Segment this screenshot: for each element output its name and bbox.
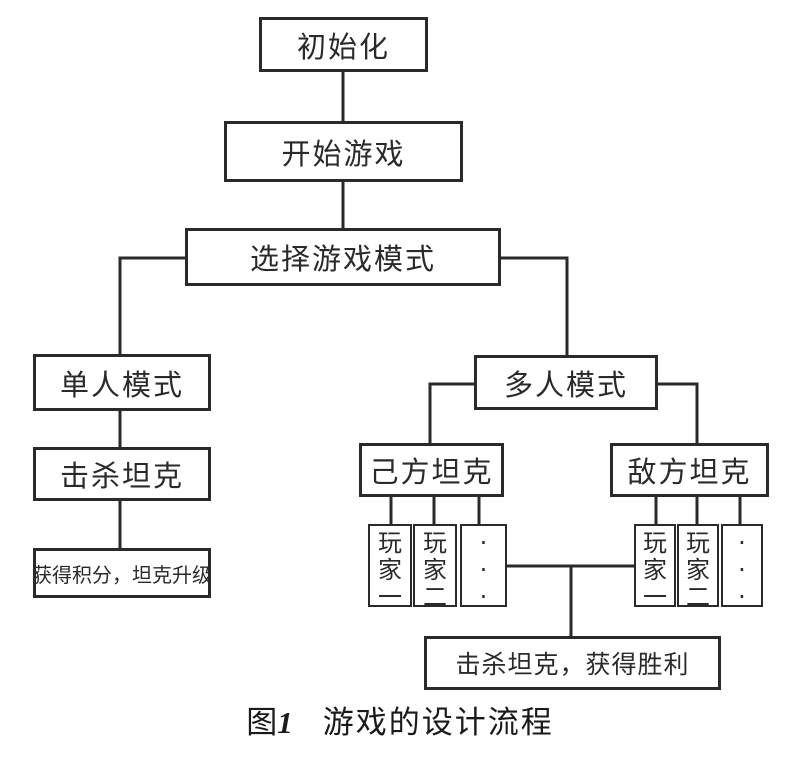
connector-multi-enemy [655,382,699,446]
own-tanks-node: 己方坦克 [359,443,504,497]
enemy-tanks-label: 敌方坦克 [627,455,752,489]
enemy-player-one-char: 一 [643,583,667,607]
own-player-one-char: 一 [378,583,402,607]
enemy-player-two-node: 玩 家 二 [677,524,719,607]
single-kill-label: 击杀坦克 [59,459,184,493]
enemy-player-two-char: 二 [686,583,710,607]
single-kill-node: 击杀坦克 [33,447,211,501]
enemy-player-more-dot: · [738,583,746,607]
enemy-player-two-char: 玩 [686,529,710,557]
init-node: 初始化 [259,17,428,72]
enemy-player-one-char: 玩 [643,529,667,557]
start-game-label: 开始游戏 [281,136,406,171]
own-player-one-char: 玩 [378,529,402,557]
multi-mode-label: 多人模式 [503,367,628,402]
own-player-two-node: 玩 家 二 [413,524,457,607]
enemy-player-more-node: · · · [721,524,763,607]
enemy-player-more-dot: · [738,556,746,584]
figure-number: 1 [277,705,293,740]
enemy-player-more-dot: · [738,529,746,557]
single-result-node: 获得积分，坦克升级 [33,548,211,598]
enemy-tanks-node: 敌方坦克 [610,443,769,497]
connector-select-multi [498,256,569,358]
connector-multi-own [428,382,477,446]
enemy-player-one-node: 玩 家 一 [634,524,676,607]
own-player-two-char: 玩 [423,529,447,557]
own-player-one-char: 家 [378,556,402,584]
enemy-player-two-char: 家 [686,556,710,584]
own-player-two-char: 二 [423,583,447,607]
enemy-player-one-char: 家 [643,556,667,584]
connector-select-single [118,256,187,357]
own-tanks-label: 己方坦克 [369,455,494,489]
single-mode-node: 单人模式 [33,354,211,411]
start-game-node: 开始游戏 [224,121,463,182]
multi-result-label: 击杀坦克，获得胜利 [455,650,690,679]
own-player-more-dot: · [479,556,488,584]
figure-label: 图 [246,705,278,741]
figure-caption: 图1 游戏的设计流程 [0,697,800,747]
own-player-two-char: 家 [423,556,447,584]
init-label: 初始化 [296,29,390,64]
figure-title: 游戏的设计流程 [322,705,554,741]
multi-result-node: 击杀坦克，获得胜利 [424,636,721,690]
single-mode-label: 单人模式 [59,367,184,402]
select-mode-node: 选择游戏模式 [185,228,501,286]
select-mode-label: 选择游戏模式 [249,242,436,276]
own-player-more-dot: · [479,529,488,557]
own-player-one-node: 玩 家 一 [368,524,412,607]
own-player-more-dot: · [479,583,488,607]
single-result-label: 获得积分，坦克升级 [33,562,211,587]
own-player-more-node: · · · [460,524,507,607]
multi-mode-node: 多人模式 [474,355,658,410]
